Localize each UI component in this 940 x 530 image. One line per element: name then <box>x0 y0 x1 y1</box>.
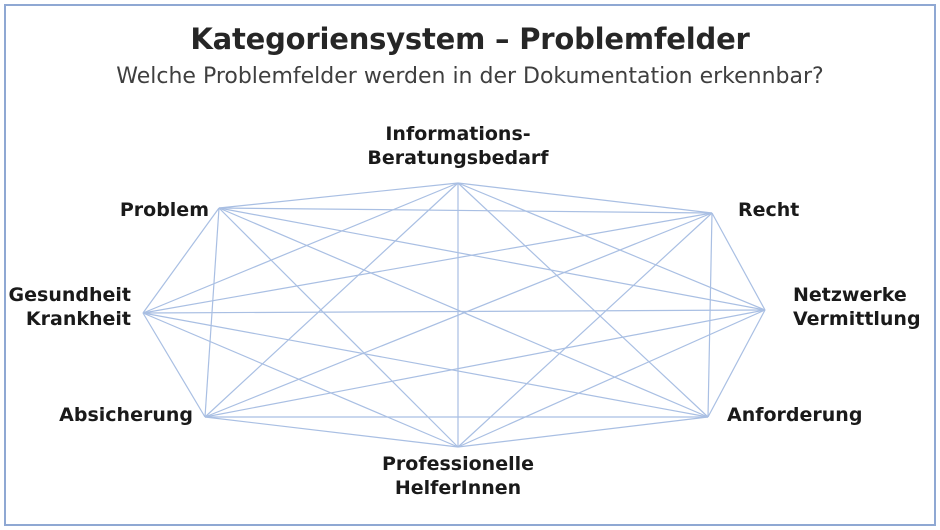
slide-subtitle: Welche Problemfelder werden in der Dokum… <box>116 64 824 89</box>
graph-edge <box>218 207 709 418</box>
graph-edges <box>142 182 766 448</box>
graph-edge <box>457 182 766 311</box>
node-label-anforderung[interactable]: Anforderung <box>727 403 862 427</box>
slide-border-frame <box>4 4 936 526</box>
graph-edge <box>142 212 713 314</box>
node-label-professionelle-helferinnen[interactable]: Professionelle HelferInnen <box>382 452 534 500</box>
graph-edge <box>218 207 459 448</box>
node-label-line: Gesundheit <box>8 284 131 306</box>
graph-edge <box>218 182 459 209</box>
graph-edge <box>457 212 713 448</box>
node-label-absicherung[interactable]: Absicherung <box>0 403 193 427</box>
graph-edge <box>204 182 459 418</box>
graph-edge <box>711 212 766 311</box>
node-label-line: Anforderung <box>727 404 863 426</box>
node-label-line: Problem <box>119 199 209 221</box>
graph-edge <box>204 309 766 418</box>
node-label-line: Netzwerke <box>793 284 907 306</box>
graph-edge <box>457 182 709 418</box>
graph-edge <box>707 309 766 418</box>
graph-edge <box>142 312 459 448</box>
node-label-informations-beratungsbedarf[interactable]: Informations- Beratungsbedarf <box>367 122 548 170</box>
graph-edge <box>142 312 206 418</box>
graph-edge <box>142 309 766 314</box>
node-label-line: Krankheit <box>25 308 131 330</box>
node-label-problem[interactable]: Problem <box>0 198 209 222</box>
node-label-line: Absicherung <box>59 404 193 426</box>
graph-edge <box>142 182 459 314</box>
graph-edge <box>457 416 709 448</box>
graph-edge <box>204 207 220 418</box>
graph-edge <box>204 416 459 448</box>
node-label-netzwerke-vermittlung[interactable]: Netzwerke Vermittlung <box>793 283 921 331</box>
graph-edge <box>142 312 709 418</box>
node-label-line: Beratungsbedarf <box>367 147 549 169</box>
graph-edge <box>457 309 766 448</box>
graph-edge <box>218 207 766 311</box>
graph-edge <box>707 212 713 418</box>
graph-edge <box>204 212 713 418</box>
node-label-recht[interactable]: Recht <box>738 198 799 222</box>
node-label-line: HelferInnen <box>394 477 522 499</box>
node-label-line: Professionelle <box>381 453 535 475</box>
slide-title: Kategoriensystem – Problemfelder <box>190 22 750 56</box>
node-label-line: Informations- <box>385 123 531 145</box>
graph-edge <box>457 182 713 214</box>
node-label-gesundheit-krankheit[interactable]: Gesundheit Krankheit <box>0 283 131 331</box>
graph-edge <box>218 207 713 214</box>
graph-edge <box>142 207 220 314</box>
node-label-line: Vermittlung <box>793 308 921 330</box>
node-label-line: Recht <box>738 199 800 221</box>
